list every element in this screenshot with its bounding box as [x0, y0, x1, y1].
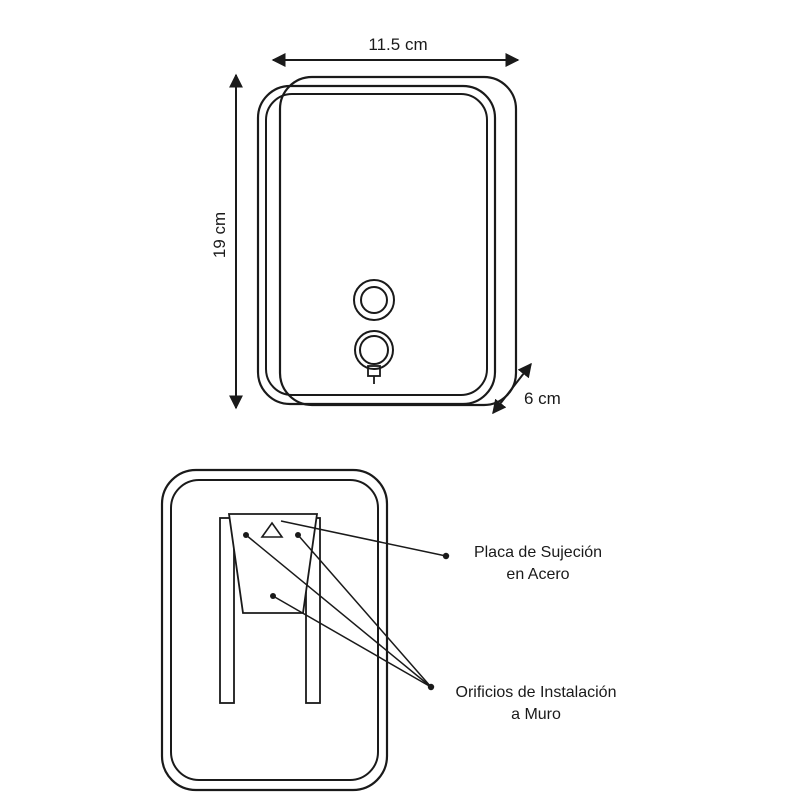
dispenser-depth-body: [278, 75, 518, 407]
holes-leader-dot: [427, 683, 435, 691]
plate-leader-dot: [442, 552, 450, 560]
holes-leader-1: [245, 534, 432, 688]
front-view: [256, 75, 518, 407]
width-dimension: 11.5 cm: [271, 35, 520, 67]
depth-dimension: 6 cm: [492, 362, 561, 415]
depth-arrow: [492, 362, 532, 415]
plate-leader: [280, 520, 447, 557]
level-window-inner: [360, 286, 388, 314]
push-button-outer: [354, 330, 394, 370]
height-label: 19 cm: [210, 212, 229, 258]
dispenser-front-panel: [265, 93, 488, 396]
plate-label-line1: Placa de Sujeción: [474, 544, 602, 561]
depth-label: 6 cm: [524, 389, 561, 408]
nozzle: [367, 365, 381, 377]
dispenser-front-outer: [256, 84, 497, 406]
callout-endpoints: [427, 552, 450, 691]
plate-triangle-icon: [260, 521, 284, 538]
callout-lines: [245, 520, 447, 688]
back-outer: [160, 468, 389, 792]
holes-leader-2: [297, 534, 432, 688]
holes-label-line1: Orificios de Instalación: [456, 684, 617, 701]
back-view: [160, 468, 389, 792]
height-dimension: 19 cm: [210, 73, 243, 410]
rail-left: [219, 517, 235, 704]
holes-label-line2: a Muro: [511, 706, 561, 723]
width-label: 11.5 cm: [368, 35, 427, 54]
holes-leader-3: [272, 595, 432, 688]
back-inner: [170, 479, 379, 781]
plate-label-line2: en Acero: [506, 566, 569, 583]
level-window-outer: [353, 279, 395, 321]
push-button-inner: [359, 335, 389, 365]
